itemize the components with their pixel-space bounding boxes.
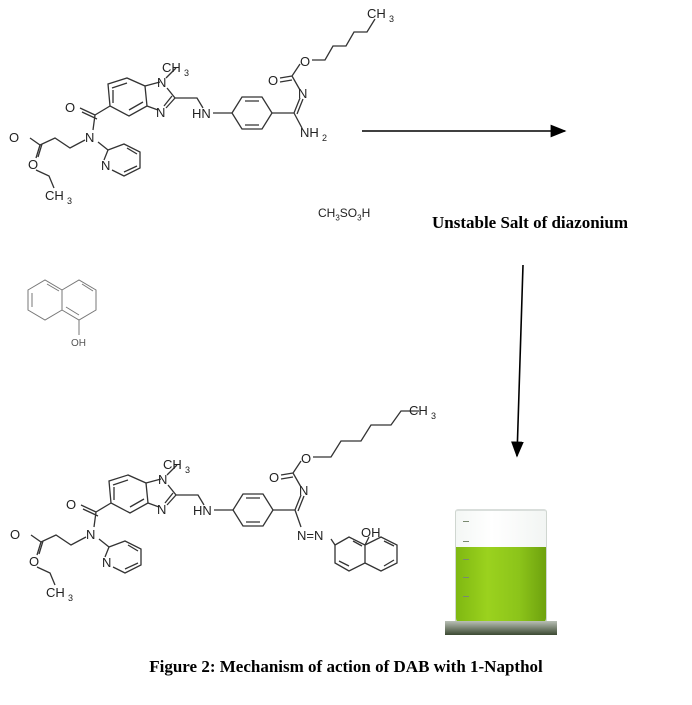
atom-label: O — [29, 554, 39, 569]
reagent-text: SO — [339, 206, 358, 220]
atom-label: N — [101, 158, 110, 173]
atom-label: CH — [45, 188, 64, 203]
subscript: 3 — [184, 68, 189, 78]
subscript: 3 — [431, 411, 436, 421]
reaction-arrow-down — [511, 264, 524, 458]
naphthol-structure: OH — [27, 279, 97, 349]
atom-label: HN — [193, 503, 212, 518]
atom-label: HN — [192, 106, 211, 121]
atom-label: OH — [361, 525, 381, 540]
graduation-mark — [463, 577, 469, 578]
atom-label: CH — [367, 6, 386, 21]
atom-label: N — [156, 105, 165, 120]
graduation-mark — [463, 541, 469, 542]
atom-label: CH — [163, 457, 182, 472]
figure-caption: Figure 2: Mechanism of action of DAB wit… — [149, 657, 543, 676]
atom-label: NH — [300, 125, 319, 140]
subscript: 3 — [68, 593, 73, 603]
atom-label: O — [10, 527, 20, 542]
intermediate-label: Unstable Salt of diazonium — [432, 213, 628, 232]
subscript: 3 — [389, 14, 394, 24]
atom-label: N — [157, 75, 166, 90]
reagent-text: H — [361, 206, 371, 220]
atom-label: N — [157, 502, 166, 517]
atom-label: N — [298, 86, 307, 101]
atom-label: N — [299, 483, 308, 498]
atom-label: O — [9, 130, 19, 145]
subscript: 2 — [322, 133, 327, 143]
atom-label: N — [86, 527, 95, 542]
atom-label: CH — [162, 60, 181, 75]
atom-label: CH — [409, 403, 428, 418]
subscript: 3 — [335, 213, 340, 223]
atom-label: N — [102, 555, 111, 570]
reagent-text: CH — [318, 206, 336, 220]
graduation-mark — [463, 559, 469, 560]
subscript: 3 — [185, 465, 190, 475]
atom-label: O — [300, 54, 310, 69]
atom-label: CH — [46, 585, 65, 600]
atom-label: O — [301, 451, 311, 466]
atom-label: N — [85, 130, 94, 145]
product-beaker-photo — [445, 497, 557, 635]
atom-label: O — [65, 100, 75, 115]
reagent-methanesulfonic-acid: CH3SO3H — [318, 206, 370, 222]
atom-label: N — [158, 472, 167, 487]
graduation-mark — [463, 521, 469, 522]
azo-label: N=N — [297, 528, 323, 543]
atom-label: O — [66, 497, 76, 512]
atom-label: OH — [71, 338, 86, 349]
beaker-surface — [445, 621, 557, 635]
graduation-mark — [463, 596, 469, 597]
green-solution — [456, 547, 546, 625]
subscript: 3 — [67, 196, 72, 206]
atom-label: O — [269, 470, 279, 485]
atom-label: O — [268, 73, 278, 88]
atom-label: O — [28, 157, 38, 172]
subscript: 3 — [357, 213, 362, 223]
